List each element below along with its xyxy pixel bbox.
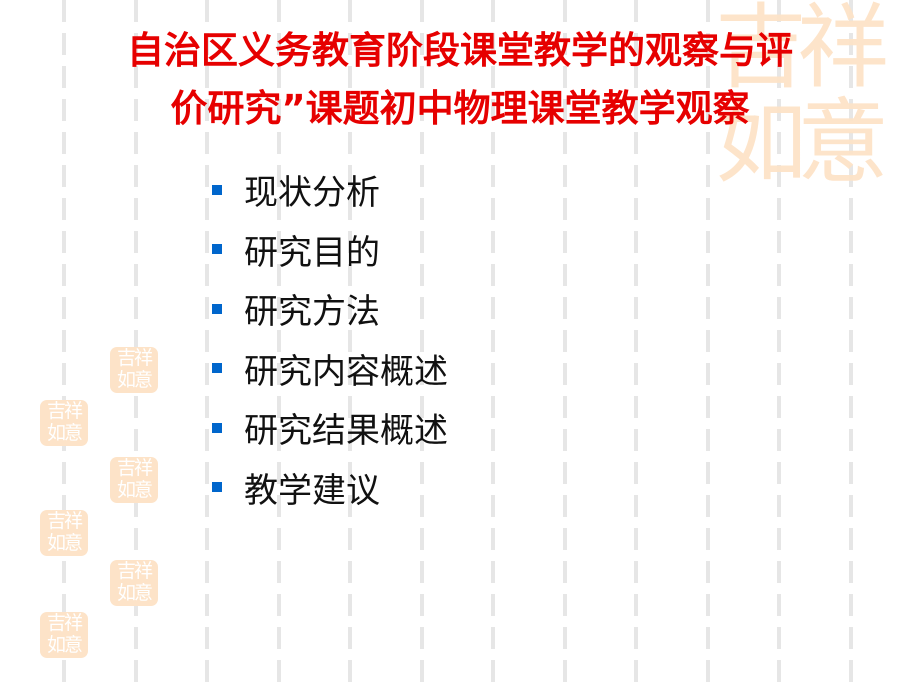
dashed-grid-line	[777, 0, 781, 690]
bullet-list: 现状分析 研究目的 研究方法 研究内容概述 研究结果概述 教学建议	[212, 160, 448, 517]
square-bullet-icon	[212, 184, 222, 195]
square-bullet-icon	[212, 482, 222, 493]
list-item: 现状分析	[212, 160, 448, 220]
item-label: 现状分析	[244, 173, 380, 214]
item-label: 研究方法	[244, 292, 380, 333]
auspicious-seal-watermark: 吉祥如意	[715, 0, 889, 196]
seal-stamp-icon: 吉祥如意	[40, 612, 88, 658]
slide-title: 自治区义务教育阶段课堂教学的观察与评 价研究”课题初中物理课堂教学观察	[0, 22, 920, 138]
seal-stamp-icon: 吉祥如意	[110, 457, 158, 503]
dashed-grid-line	[491, 0, 495, 690]
list-item: 研究方法	[212, 279, 448, 339]
item-label: 教学建议	[244, 470, 380, 511]
dashed-grid-line	[705, 0, 710, 690]
dashed-grid-line	[133, 0, 138, 690]
square-bullet-icon	[212, 422, 222, 433]
seal-stamp-icon: 吉祥如意	[40, 510, 88, 556]
item-label: 研究目的	[244, 232, 380, 273]
seal-stamp-icon: 吉祥如意	[110, 560, 158, 606]
dashed-grid-line	[62, 0, 66, 690]
square-bullet-icon	[212, 363, 222, 374]
dashed-grid-line	[634, 0, 638, 690]
dashed-grid-line	[205, 0, 209, 690]
item-label: 研究内容概述	[244, 351, 448, 392]
square-bullet-icon	[212, 244, 222, 255]
dashed-grid-line	[276, 0, 281, 690]
seal-stamp-icon: 吉祥如意	[40, 400, 88, 446]
title-line-2: 价研究”课题初中物理课堂教学观察	[170, 87, 750, 130]
title-line-1: 自治区义务教育阶段课堂教学的观察与评	[127, 29, 793, 72]
list-item: 研究内容概述	[212, 339, 448, 399]
list-item: 教学建议	[212, 458, 448, 518]
item-label: 研究结果概述	[244, 411, 448, 452]
seal-stamp-icon: 吉祥如意	[110, 347, 158, 393]
dashed-grid-line	[348, 0, 352, 690]
dashed-grid-line	[562, 0, 567, 690]
square-bullet-icon	[212, 303, 222, 314]
dashed-grid-line	[848, 0, 853, 690]
dashed-grid-line	[419, 0, 424, 690]
list-item: 研究结果概述	[212, 398, 448, 458]
list-item: 研究目的	[212, 220, 448, 280]
